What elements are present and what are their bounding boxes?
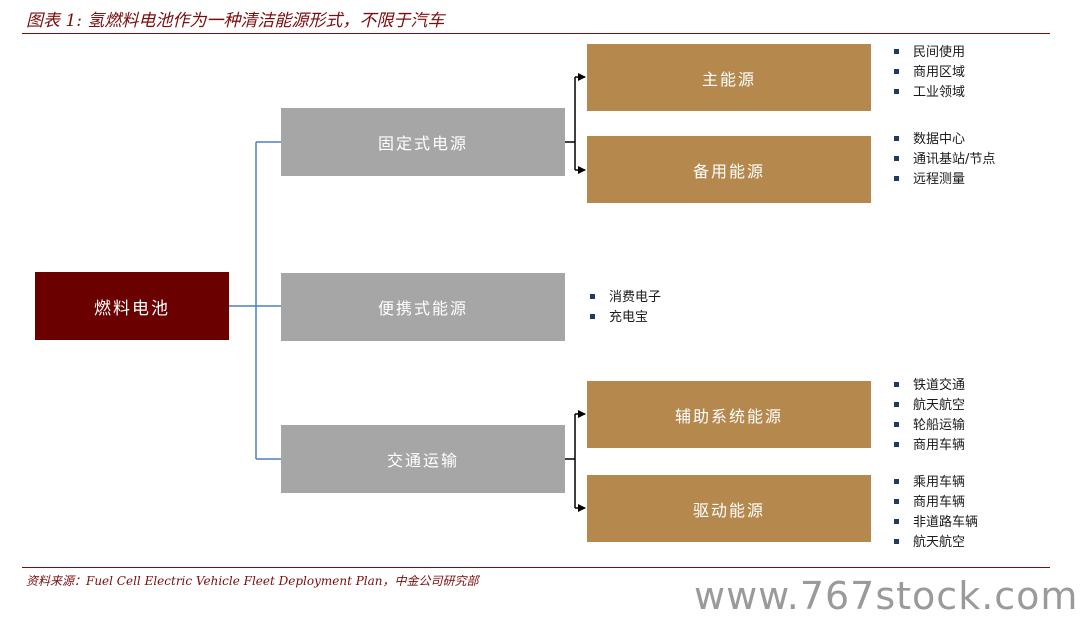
- category-transport: 交通运输: [281, 425, 565, 493]
- category-fixed-power: 固定式电源: [281, 108, 565, 176]
- list-item: 远程测量: [894, 170, 995, 190]
- source-rule: [22, 567, 1050, 568]
- list-primary-power: 民间使用 商用区域 工业领域: [894, 43, 965, 103]
- list-item: 消费电子: [590, 288, 661, 308]
- list-item: 数据中心: [894, 130, 995, 150]
- list-item: 航天航空: [894, 533, 978, 553]
- sub-primary-power: 主能源: [587, 44, 871, 111]
- list-item: 非道路车辆: [894, 513, 978, 533]
- list-item: 轮船运输: [894, 416, 965, 436]
- fixed-power-trunk: [565, 77, 576, 170]
- sub-auxiliary-power: 辅助系统能源: [587, 381, 871, 448]
- list-auxiliary-power: 铁道交通 航天航空 轮船运输 商用车辆: [894, 376, 965, 456]
- list-portable-power: 消费电子 充电宝: [590, 288, 661, 328]
- transport-trunk: [565, 414, 576, 508]
- sub-backup-power: 备用能源: [587, 136, 871, 203]
- title-rule: [22, 33, 1050, 34]
- list-drive-power: 乘用车辆 商用车辆 非道路车辆 航天航空: [894, 473, 978, 553]
- category-portable-power: 便携式能源: [281, 273, 565, 341]
- list-item: 充电宝: [590, 308, 661, 328]
- root-connector: [229, 141, 281, 460]
- list-item: 航天航空: [894, 396, 965, 416]
- list-item: 通讯基站/节点: [894, 150, 995, 170]
- list-item: 商用车辆: [894, 436, 965, 456]
- list-item: 铁道交通: [894, 376, 965, 396]
- list-item: 工业领域: [894, 83, 965, 103]
- figure-title: 图表 1: 氢燃料电池作为一种清洁能源形式，不限于汽车: [26, 11, 445, 31]
- root-node: 燃料电池: [35, 272, 229, 340]
- source-note: 资料来源：Fuel Cell Electric Vehicle Fleet De…: [26, 574, 479, 588]
- watermark: www.767stock.com: [694, 574, 1079, 618]
- sub-drive-power: 驱动能源: [587, 475, 871, 542]
- list-item: 商用车辆: [894, 493, 978, 513]
- list-item: 乘用车辆: [894, 473, 978, 493]
- list-item: 商用区域: [894, 63, 965, 83]
- list-item: 民间使用: [894, 43, 965, 63]
- list-backup-power: 数据中心 通讯基站/节点 远程测量: [894, 130, 995, 190]
